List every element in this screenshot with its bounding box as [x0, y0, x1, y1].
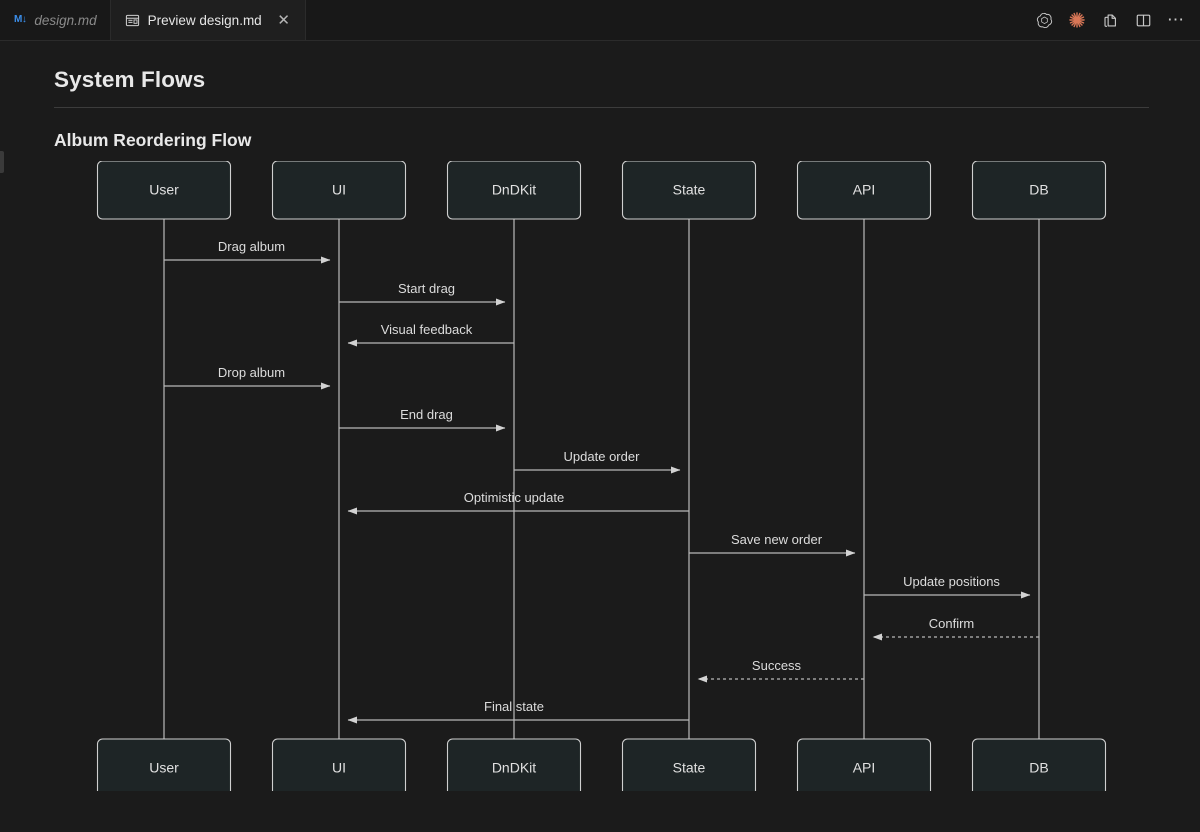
openai-icon[interactable] — [1034, 10, 1054, 30]
message-4: Drop album — [164, 365, 331, 390]
message-10: Confirm — [872, 616, 1039, 641]
actor-top-state: State — [621, 161, 757, 220]
actor-label: DnDKit — [492, 760, 536, 776]
actor-label: DB — [1029, 760, 1048, 776]
editor-tab-bar: M↓ design.md Preview design.md ✕ — [0, 0, 1200, 41]
actor-box — [96, 738, 232, 791]
actor-label: State — [673, 182, 706, 198]
actor-box — [971, 161, 1107, 220]
actor-bottom-ui: UI — [271, 738, 407, 791]
message-1: Drag album — [164, 239, 331, 264]
message-label: Update positions — [903, 574, 1000, 589]
actor-bottom-state: State — [621, 738, 757, 791]
actor-label: UI — [332, 182, 346, 198]
preview-pane-icon — [125, 13, 140, 28]
actor-box — [271, 738, 407, 791]
message-label: Optimistic update — [464, 490, 564, 505]
actor-bottom-db: DB — [971, 738, 1107, 791]
title-divider — [54, 107, 1149, 108]
message-label: Confirm — [929, 616, 975, 631]
actor-label: API — [853, 760, 876, 776]
actor-box — [621, 161, 757, 220]
document-body: System Flows Album Reordering Flow Drag … — [0, 41, 1200, 791]
actor-top-api: API — [796, 161, 932, 220]
actor-box — [446, 738, 582, 791]
actor-top-user: User — [96, 161, 232, 220]
editor-actions: ⋯ — [1034, 0, 1200, 40]
message-label: End drag — [400, 407, 453, 422]
actor-bottom-dndkit: DnDKit — [446, 738, 582, 791]
tab-label: design.md — [34, 12, 97, 28]
actor-top-db: DB — [971, 161, 1107, 220]
anthropic-starburst-icon[interactable] — [1067, 10, 1087, 30]
message-label: Success — [752, 658, 802, 673]
tab-preview-design-md[interactable]: Preview design.md ✕ — [110, 0, 306, 40]
message-6: Update order — [514, 449, 681, 474]
actor-box — [796, 738, 932, 791]
actor-bottom-api: API — [796, 738, 932, 791]
message-12: Final state — [347, 699, 689, 724]
message-label: Visual feedback — [381, 322, 473, 337]
toggle-panel-icon[interactable] — [1133, 10, 1153, 30]
message-label: Start drag — [398, 281, 455, 296]
actor-box — [796, 161, 932, 220]
page-title: System Flows — [54, 67, 206, 92]
actor-box — [621, 738, 757, 791]
message-label: Drag album — [218, 239, 285, 254]
actor-label: UI — [332, 760, 346, 776]
actor-box — [971, 738, 1107, 791]
split-editor-icon[interactable] — [1100, 10, 1120, 30]
message-label: Drop album — [218, 365, 285, 380]
message-11: Success — [697, 658, 864, 683]
more-actions-icon[interactable]: ⋯ — [1167, 9, 1185, 29]
actor-label: State — [673, 760, 706, 776]
message-label: Final state — [484, 699, 544, 714]
tab-label: Preview design.md — [147, 13, 262, 28]
actor-bottom-user: User — [96, 738, 232, 791]
actor-box — [446, 161, 582, 220]
section-title: Album Reordering Flow — [54, 130, 252, 150]
message-2: Start drag — [339, 281, 506, 306]
actor-box — [96, 161, 232, 220]
tab-design-md[interactable]: M↓ design.md — [0, 0, 111, 40]
message-9: Update positions — [864, 574, 1031, 599]
message-8: Save new order — [689, 532, 856, 557]
actor-label: User — [149, 182, 179, 198]
message-label: Update order — [564, 449, 641, 464]
actor-box — [271, 161, 407, 220]
actor-label: DnDKit — [492, 182, 536, 198]
close-icon[interactable]: ✕ — [277, 12, 290, 29]
actor-top-ui: UI — [271, 161, 407, 220]
actor-label: API — [853, 182, 876, 198]
actor-label: User — [149, 760, 179, 776]
message-5: End drag — [339, 407, 506, 432]
actor-top-dndkit: DnDKit — [446, 161, 582, 220]
scrollbar-position-marker[interactable] — [0, 151, 4, 173]
message-3: Visual feedback — [347, 322, 514, 347]
message-label: Save new order — [731, 532, 823, 547]
markdown-icon: M↓ — [14, 14, 27, 25]
tabbar-spacer — [306, 0, 1034, 40]
message-7: Optimistic update — [347, 490, 689, 515]
actor-label: DB — [1029, 182, 1048, 198]
markdown-preview-pane: System Flows Album Reordering Flow Drag … — [0, 41, 1200, 832]
